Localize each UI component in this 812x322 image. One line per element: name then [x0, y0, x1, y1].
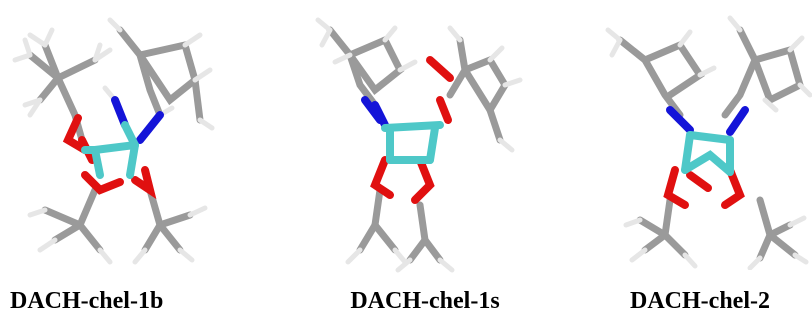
caption-dach-chel-1b: DACH-chel-1b — [10, 288, 164, 314]
structure-panel-1 — [0, 0, 270, 322]
molecule-structure-2 — [605, 15, 812, 270]
molecule-structure-1s — [315, 17, 523, 273]
structure-panel-3: DACH-chel-2 — [590, 0, 812, 322]
caption-dach-chel-1s: DACH-chel-1s — [350, 288, 500, 314]
molecule-structure-1b — [12, 17, 215, 265]
structure-panel-2: DACH-chel-1s — [290, 0, 560, 322]
caption-dach-chel-2: DACH-chel-2 — [630, 288, 770, 314]
